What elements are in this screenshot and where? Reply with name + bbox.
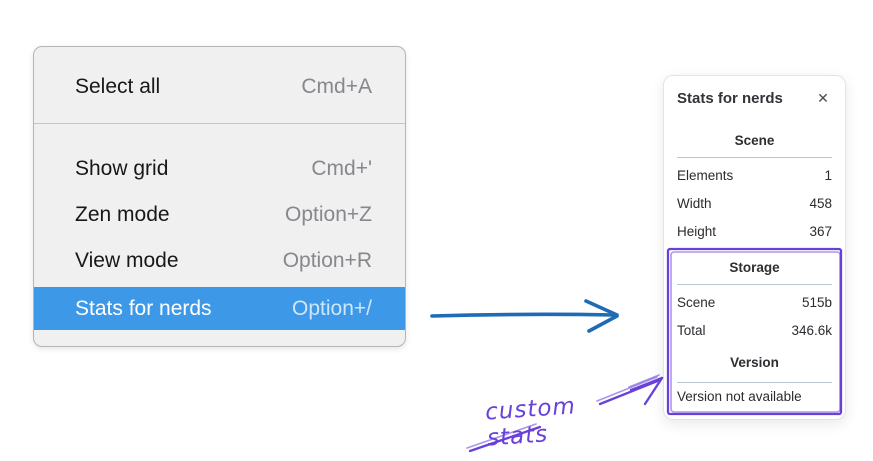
menu-item-shortcut: Cmd+': [311, 157, 372, 180]
menu-divider: [34, 123, 405, 124]
stat-row-height: Height 367: [677, 218, 832, 246]
panel-title: Stats for nerds: [677, 89, 783, 107]
section-heading-scene: Scene: [734, 133, 775, 148]
stat-row-total-storage: Total 346.6k: [677, 317, 832, 345]
menu-item-label: View mode: [75, 249, 179, 272]
menu-item-label: Stats for nerds: [75, 296, 212, 320]
menu-item-view-mode[interactable]: View mode Option+R: [34, 239, 405, 283]
stat-label: Height: [677, 224, 717, 239]
close-button[interactable]: ✕: [814, 89, 832, 107]
section-divider: [677, 382, 832, 383]
section-divider: [677, 157, 832, 158]
scene-rows: Elements 1 Width 458 Height 367: [677, 162, 832, 246]
menu-item-select-all[interactable]: Select all Cmd+A: [34, 65, 405, 109]
menu-item-shortcut: Cmd+A: [301, 75, 372, 98]
stat-value: 367: [809, 224, 832, 239]
blue-arrow: [430, 299, 619, 333]
menu-item-zen-mode[interactable]: Zen mode Option+Z: [34, 193, 405, 237]
stat-row-scene-storage: Scene 515b: [677, 289, 832, 317]
stat-label: Scene: [677, 295, 716, 310]
stat-label: Elements: [677, 168, 734, 183]
stat-row-width: Width 458: [677, 190, 832, 218]
context-menu: Select all Cmd+A Show grid Cmd+' Zen mod…: [33, 46, 406, 347]
stat-value: 458: [809, 196, 832, 211]
stats-panel: Stats for nerds ✕ Scene Elements 1 Width…: [663, 75, 846, 420]
menu-item-shortcut: Option+/: [292, 296, 372, 320]
stat-value: 1: [824, 168, 832, 183]
stat-row-elements: Elements 1: [677, 162, 832, 190]
stat-label: Total: [677, 323, 706, 338]
stat-label: Width: [677, 196, 712, 211]
section-heading-version: Version: [730, 355, 779, 370]
menu-item-label: Show grid: [75, 157, 169, 180]
menu-item-label: Zen mode: [75, 203, 170, 226]
menu-item-shortcut: Option+Z: [285, 203, 372, 226]
close-icon: ✕: [817, 89, 829, 106]
menu-item-show-grid[interactable]: Show grid Cmd+': [34, 147, 405, 191]
stat-value: 515b: [801, 295, 832, 310]
stats-panel-header: Stats for nerds ✕: [677, 88, 832, 108]
section-heading-storage: Storage: [729, 260, 780, 275]
storage-rows: Scene 515b Total 346.6k: [677, 289, 832, 345]
stat-value: 346.6k: [791, 323, 832, 338]
menu-item-shortcut: Option+R: [282, 249, 372, 272]
menu-item-label: Select all: [75, 75, 161, 98]
section-divider: [677, 284, 832, 285]
custom-stats-label: custom stats: [484, 393, 577, 452]
version-note: Version not available: [677, 389, 802, 404]
menu-item-stats-for-nerds[interactable]: Stats for nerds Option+/: [34, 287, 405, 330]
